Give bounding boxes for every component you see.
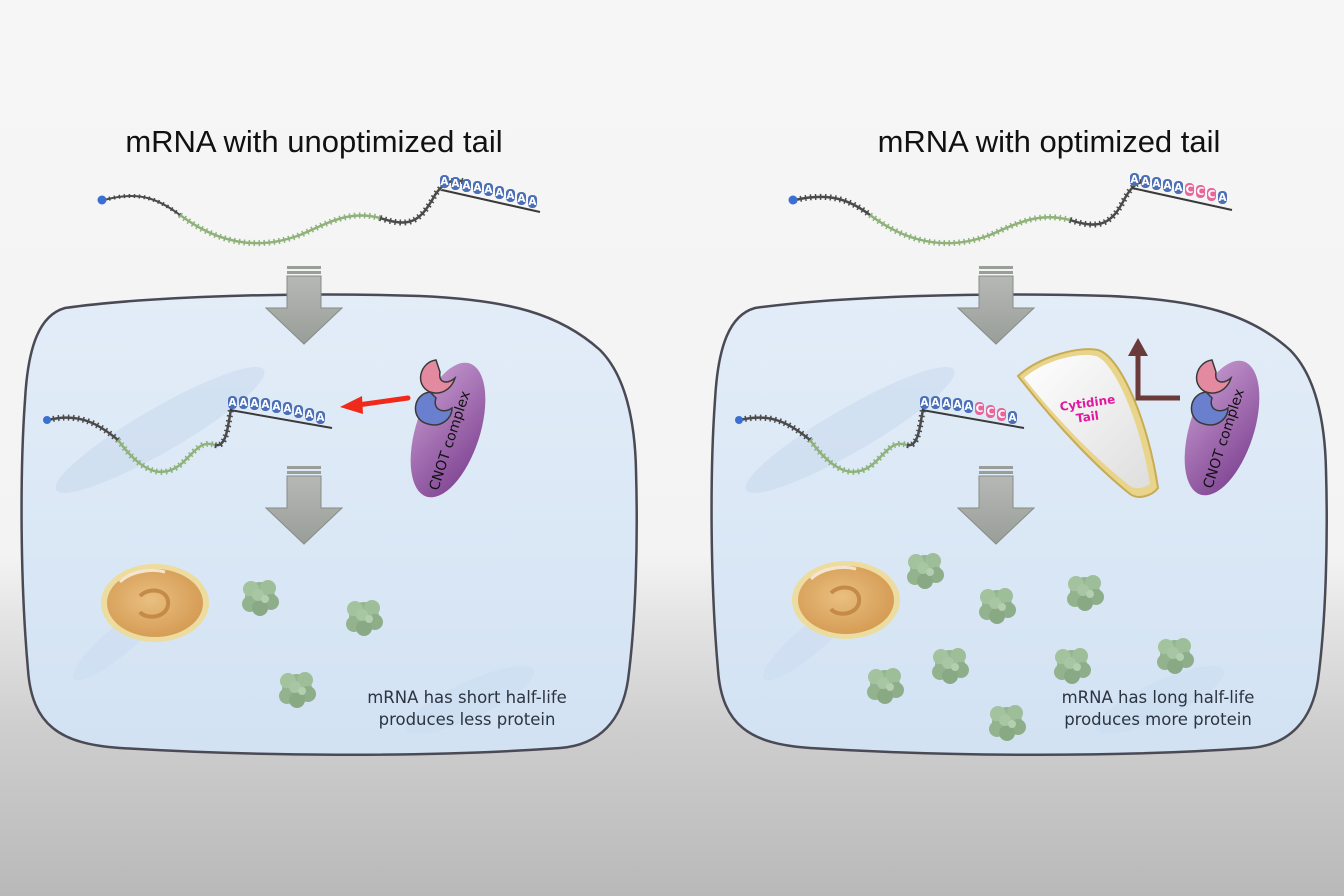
left-translation-arrow-icon [264, 466, 344, 545]
svg-text:A: A [942, 398, 951, 410]
svg-text:A: A [964, 401, 973, 413]
left-caption-line2: produces less protein [379, 710, 556, 729]
svg-text:A: A [239, 397, 248, 409]
svg-text:A: A [495, 187, 504, 199]
svg-text:A: A [250, 398, 259, 410]
right-entry-arrow-icon [956, 266, 1036, 345]
svg-text:C: C [976, 403, 984, 415]
svg-text:A: A [953, 399, 962, 411]
svg-text:A: A [1008, 412, 1017, 424]
left-cnot-complex-icon: CNOT complex [410, 359, 486, 498]
cytidine-label-line2: Tail [1075, 409, 1100, 426]
svg-text:C: C [1197, 186, 1205, 198]
svg-text:A: A [506, 190, 515, 202]
svg-text:A: A [1163, 180, 1172, 192]
svg-text:A: A [305, 409, 314, 421]
svg-text:A: A [228, 397, 237, 409]
svg-text:A: A [316, 412, 325, 424]
right-panel: mRNA with optimized tail A A A A A C C C… [710, 124, 1328, 757]
svg-text:C: C [1186, 184, 1194, 196]
left-panel-title: mRNA with unoptimized tail [125, 124, 502, 159]
right-caption-line2: produces more protein [1064, 710, 1252, 729]
svg-text:A: A [484, 184, 493, 196]
svg-text:A: A [1141, 176, 1150, 188]
five-prime-cap-icon [97, 195, 107, 205]
svg-text:A: A [283, 403, 292, 415]
svg-text:A: A [517, 193, 526, 205]
five-prime-cap-icon [43, 416, 51, 424]
five-prime-cap-icon [735, 416, 743, 424]
right-nucleus-icon [792, 561, 900, 639]
svg-text:C: C [1208, 189, 1216, 201]
left-entry-arrow-icon [264, 266, 344, 345]
right-translation-arrow-icon [956, 466, 1036, 545]
svg-text:C: C [998, 409, 1006, 421]
cytidine-tail-shield-icon: Cytidine Tail [1016, 348, 1160, 498]
svg-text:A: A [473, 182, 482, 194]
left-caption-line1: mRNA has short half-life [367, 688, 567, 707]
right-incoming-mrna [788, 178, 1151, 247]
svg-text:A: A [1218, 192, 1227, 204]
right-blocked-arrow-icon [1128, 338, 1180, 401]
svg-text:A: A [294, 406, 303, 418]
svg-text:A: A [528, 196, 537, 208]
right-cell-tail: A A A A A C C C A [920, 396, 1025, 429]
svg-text:A: A [462, 180, 471, 192]
left-deadenylation-arrow-icon [340, 395, 411, 414]
svg-text:A: A [451, 178, 460, 190]
left-cell-membrane [20, 293, 638, 757]
right-incoming-tail: A A A A A C C C A [1130, 173, 1233, 211]
svg-text:A: A [920, 397, 929, 409]
left-panel: mRNA with unoptimized tail A A A A A A A… [20, 124, 638, 757]
right-cnot-complex-icon: CNOT complex [1184, 359, 1260, 496]
left-incoming-mrna [97, 177, 471, 247]
svg-text:A: A [272, 401, 281, 413]
svg-text:A: A [1174, 182, 1183, 194]
left-incoming-tail: A A A A A A A A A [440, 175, 541, 213]
right-panel-title: mRNA with optimized tail [878, 124, 1221, 159]
svg-text:C: C [987, 406, 995, 418]
right-caption-line1: mRNA has long half-life [1062, 688, 1255, 707]
left-nucleus-icon [101, 564, 209, 642]
five-prime-cap-icon [788, 195, 798, 205]
svg-text:A: A [931, 397, 940, 409]
svg-text:A: A [440, 176, 449, 188]
right-cell-mrna [735, 404, 927, 475]
svg-text:A: A [261, 399, 270, 411]
left-cell-tail: A A A A A A A A A [228, 396, 333, 429]
left-cell-mrna [43, 404, 235, 475]
svg-text:A: A [1152, 178, 1161, 190]
svg-text:A: A [1130, 174, 1139, 186]
